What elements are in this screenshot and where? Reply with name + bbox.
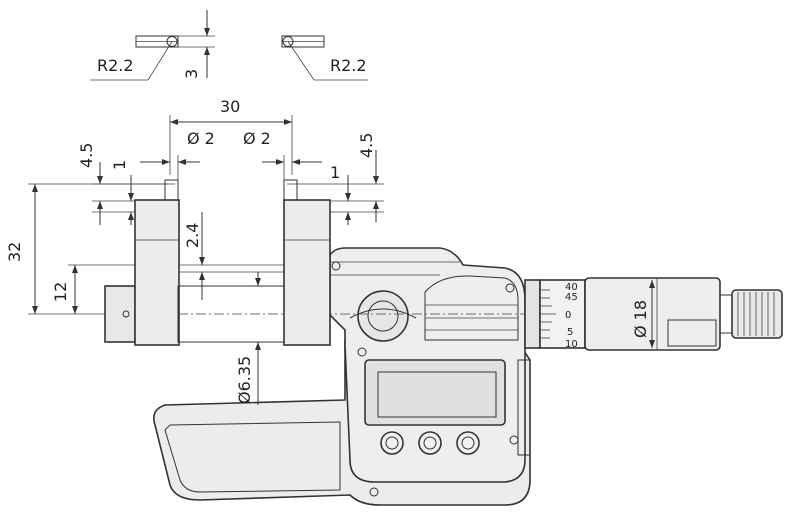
overall-height-label: 32 [5, 242, 24, 262]
tip-diameter-right-label: Ø 2 [243, 129, 271, 148]
scale-label-10: 10 [565, 339, 578, 350]
thimble-knurl [667, 319, 717, 347]
thimble-diameter-dim [649, 280, 655, 348]
clamp-knob[interactable] [357, 290, 409, 342]
tip-detail-right [281, 35, 368, 81]
overall-height-dim [28, 183, 168, 315]
anvil-gap-label: 2.4 [183, 223, 202, 248]
tip-radius-right-label: R2.2 [330, 56, 367, 75]
screw-icon [505, 283, 515, 293]
tip-diameter-left-label: Ø 2 [187, 129, 215, 148]
screw-icon [331, 261, 341, 271]
control-buttons [380, 431, 480, 455]
ratchet-neck [719, 294, 733, 334]
button-hold[interactable] [418, 431, 442, 455]
tip-thickness-label: 3 [182, 69, 201, 79]
ratchet-knurl [737, 292, 775, 336]
scale-ticks [540, 289, 556, 339]
frame-recess [164, 421, 341, 493]
span-dimension [169, 115, 293, 175]
movable-anvil-block [283, 199, 331, 346]
screw-icon [357, 347, 367, 357]
tip-step-left-label: 4.5 [77, 143, 96, 168]
scale-label-5: 5 [567, 327, 573, 338]
button-power[interactable] [456, 431, 480, 455]
tip-offset-left-label: 1 [110, 160, 129, 170]
lcd-display [377, 371, 497, 418]
center-height-label: 12 [51, 282, 70, 302]
housing-top-panel [424, 275, 519, 341]
tip-step-right-label: 4.5 [357, 133, 376, 158]
span-label: 30 [220, 97, 240, 116]
tip-radius-left-label: R2.2 [97, 56, 134, 75]
tip-diameter-dims [140, 155, 322, 180]
scale-label-0: 0 [565, 310, 571, 321]
tip-detail-left [90, 35, 179, 81]
ratchet-knob[interactable] [731, 289, 783, 339]
tip-offset-right-label: 1 [330, 163, 340, 182]
fixed-anvil-block [134, 199, 180, 346]
side-edge [517, 359, 531, 456]
anvil-holder [104, 285, 136, 343]
spindle-diameter-label: Ø6.35 [235, 356, 254, 404]
tip-thickness-dim [178, 10, 215, 78]
screw-icon [369, 487, 379, 497]
tip-step-right-dim [287, 150, 384, 225]
thimble-diameter-label: Ø 18 [631, 300, 650, 338]
fixed-tip [164, 179, 179, 201]
button-origin[interactable] [380, 431, 404, 455]
scale-label-40: 40 [565, 282, 578, 293]
scale-label-45: 45 [565, 292, 578, 303]
lcd-bezel [364, 359, 506, 426]
spindle-diameter-dim [255, 272, 261, 405]
sleeve-collar [524, 279, 541, 349]
movable-tip [283, 179, 298, 201]
